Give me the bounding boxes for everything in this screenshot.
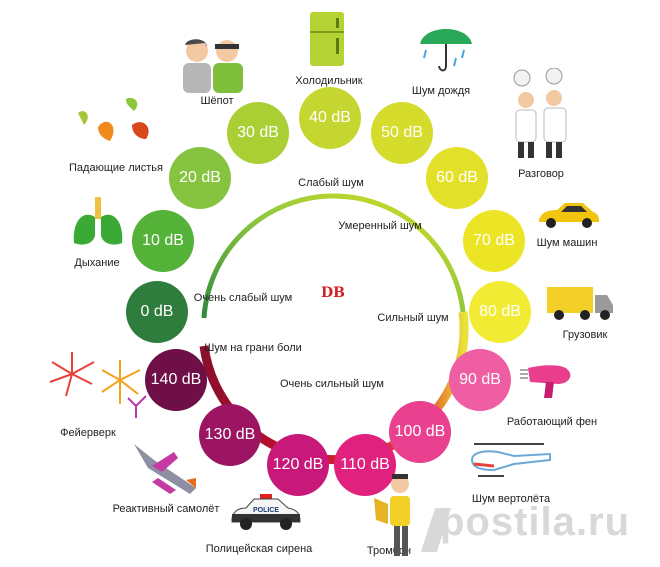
sound-source-label: Падающие листья xyxy=(69,162,163,174)
police-car-icon: POLICE xyxy=(231,494,301,530)
trombone-icon xyxy=(374,474,410,556)
sound-source-label: Шёпот xyxy=(200,95,234,107)
noise-category-label: Очень слабый шум xyxy=(193,292,293,304)
helicopter-icon xyxy=(470,443,551,477)
sound-source-label: Разговор xyxy=(518,168,564,180)
noise-category-label: Слабый шум xyxy=(298,177,364,189)
sound-source-label: Шум вертолёта xyxy=(471,493,551,505)
db-bubble: 130 dB xyxy=(199,404,261,466)
noise-category-label: Сильный шум xyxy=(377,312,449,324)
db-bubble: 30 dB xyxy=(227,102,289,164)
umbrella-icon xyxy=(420,29,472,72)
sound-source-label: Грузовик xyxy=(562,329,608,341)
watermark: postila.ru xyxy=(440,500,631,544)
db-bubble: 70 dB xyxy=(463,210,525,272)
sound-source-label: Полицейская сирена xyxy=(205,543,313,555)
police-text: POLICE xyxy=(253,507,279,514)
db-bubble: 100 dB xyxy=(389,401,451,463)
sound-source-label: Дыхание xyxy=(74,257,120,269)
db-bubble: 40 dB xyxy=(299,87,361,149)
quiet-arc xyxy=(201,193,466,319)
whisper-icon xyxy=(183,39,243,93)
lungs-icon xyxy=(73,197,123,245)
jet-icon xyxy=(134,444,196,494)
conversation-icon xyxy=(513,68,567,158)
db-bubble: 110 dB xyxy=(334,434,396,496)
sound-source-label: Тромбон xyxy=(366,545,412,557)
truck-icon xyxy=(547,287,613,320)
db-bubble: 60 dB xyxy=(426,147,488,209)
db-bubble: 20 dB xyxy=(169,147,231,209)
sound-source-label: Шум машин xyxy=(536,237,598,249)
db-bubble: 140 dB xyxy=(145,349,207,411)
center-title: DB xyxy=(321,285,345,301)
fridge-icon xyxy=(310,12,344,66)
hairdryer-icon xyxy=(520,365,571,398)
db-bubble: 0 dB xyxy=(126,281,188,343)
db-bubble: 120 dB xyxy=(267,434,329,496)
db-bubble: 10 dB xyxy=(132,210,194,272)
car-icon xyxy=(539,203,599,228)
noise-category-label: Шум на грани боли xyxy=(204,342,302,354)
leaves-icon xyxy=(78,97,149,141)
db-bubble: 80 dB xyxy=(469,281,531,343)
sound-source-label: Работающий фен xyxy=(506,416,598,428)
noise-category-label: Умеренный шум xyxy=(338,220,422,232)
sound-source-label: Реактивный самолёт xyxy=(112,503,220,515)
db-bubble: 50 dB xyxy=(371,102,433,164)
sound-source-label: Холодильник xyxy=(295,75,363,87)
noise-category-label: Очень сильный шум xyxy=(279,378,385,390)
db-bubble: 90 dB xyxy=(449,349,511,411)
sound-source-label: Шум дождя xyxy=(411,85,471,97)
sound-source-label: Фейерверк xyxy=(60,427,116,439)
fireworks-icon xyxy=(49,352,147,418)
